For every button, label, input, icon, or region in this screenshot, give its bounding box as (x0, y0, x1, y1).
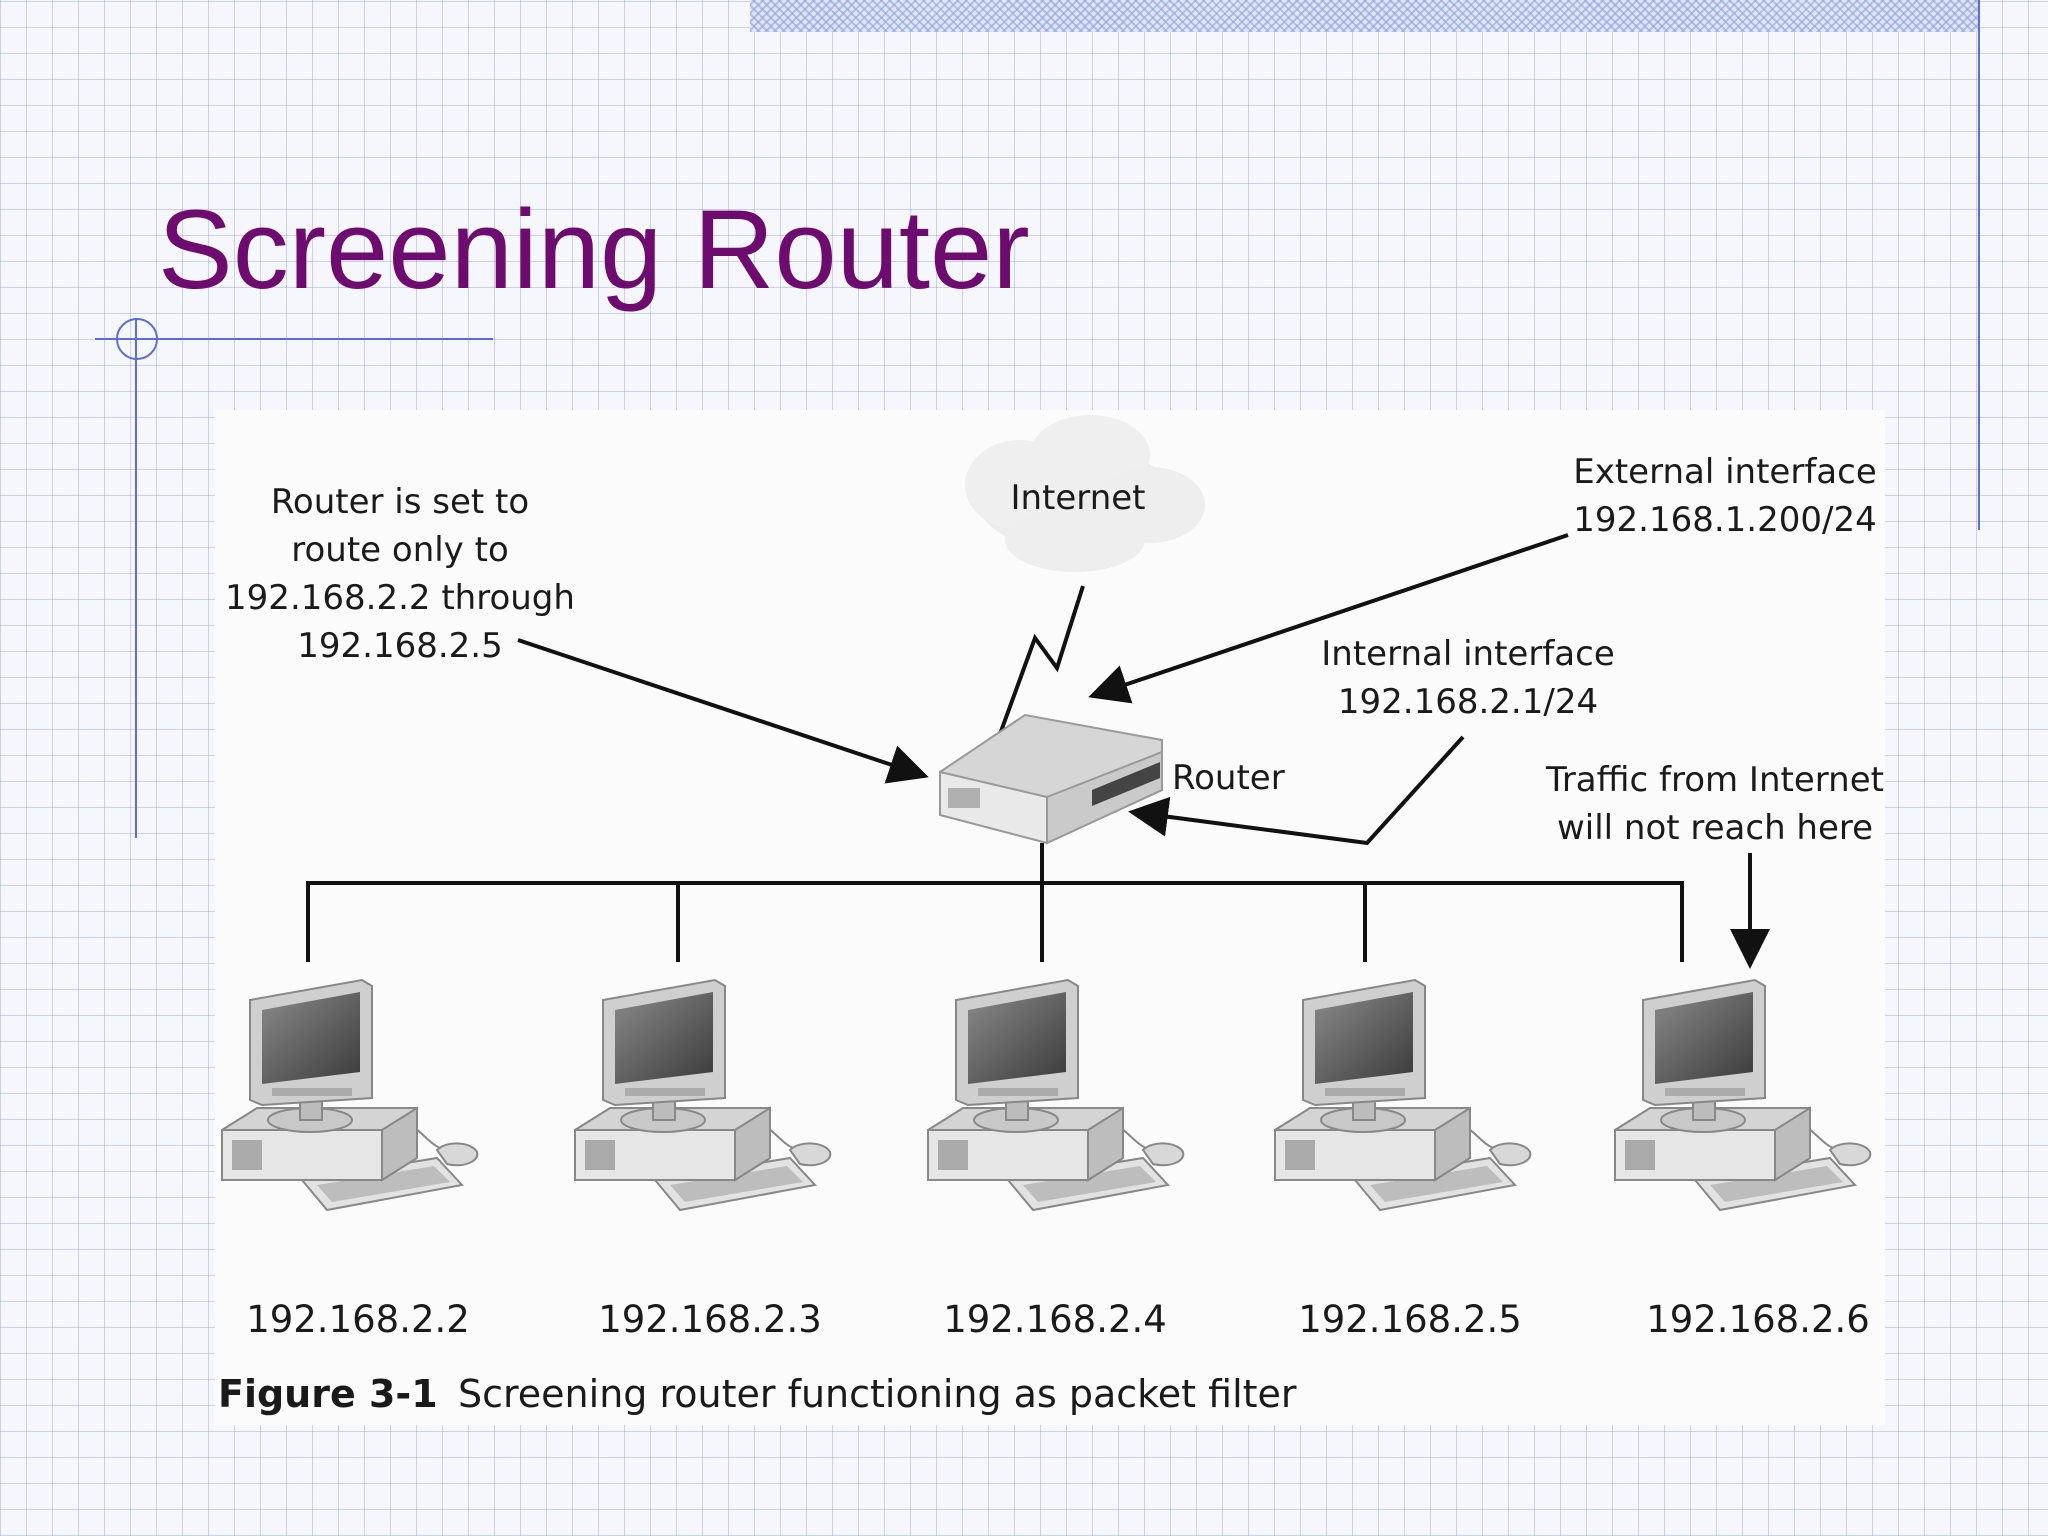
external-interface-line: External interface (1573, 452, 1877, 492)
route-note-line: 192.168.2.5 (297, 626, 503, 666)
internal-interface-arrow (1128, 735, 1465, 846)
internal-interface-line: Internal interface (1321, 634, 1615, 674)
traffic-note-line: Traffic from Internet (1546, 760, 1884, 800)
right-border-line (1978, 0, 1980, 530)
workstation (1614, 979, 1872, 1211)
internal-interface-note: Internal interface 192.168.2.1/24 (1318, 630, 1618, 726)
header-band (750, 0, 1980, 32)
route-note-line: route only to (291, 530, 509, 570)
router-label: Router (1172, 758, 1285, 798)
workstation (221, 979, 479, 1211)
route-note: Router is set to route only to 192.168.2… (220, 478, 580, 670)
lan-bus (306, 843, 1684, 962)
title-underline (95, 338, 493, 340)
traffic-note-line: will not reach here (1556, 808, 1874, 848)
external-interface-line: 192.168.1.200/24 (1573, 500, 1877, 540)
host-ip-label: 192.168.2.5 (1298, 1298, 1522, 1341)
internal-interface-line: 192.168.2.1/24 (1337, 682, 1599, 722)
left-accent-line (135, 318, 137, 838)
host-ip-label: 192.168.2.6 (1646, 1298, 1870, 1341)
internet-label: Internet (1010, 478, 1146, 518)
figure-number: Figure 3-1 (218, 1372, 438, 1416)
host-ip-label: 192.168.2.4 (943, 1298, 1167, 1341)
host-ip-label: 192.168.2.3 (598, 1298, 822, 1341)
external-interface-note: External interface 192.168.1.200/24 (1555, 448, 1895, 544)
workstation (574, 979, 832, 1211)
router-device (939, 713, 1163, 845)
external-interface-arrow (1088, 533, 1569, 704)
host-ip-label: 192.168.2.2 (246, 1298, 470, 1341)
route-note-line: Router is set to (270, 482, 530, 522)
figure-panel (215, 410, 1885, 1425)
slide-title: Screening Router (158, 187, 1030, 312)
route-note-arrow (517, 638, 929, 784)
wan-link-lightning (998, 585, 1085, 735)
route-note-line: 192.168.2.2 through (225, 578, 575, 618)
traffic-note: Traffic from Internet will not reach her… (1540, 756, 1890, 852)
figure-caption: Screening router functioning as packet f… (458, 1372, 1297, 1416)
workstation (1274, 979, 1532, 1211)
workstation (927, 979, 1185, 1211)
internet-cloud (965, 415, 1205, 572)
